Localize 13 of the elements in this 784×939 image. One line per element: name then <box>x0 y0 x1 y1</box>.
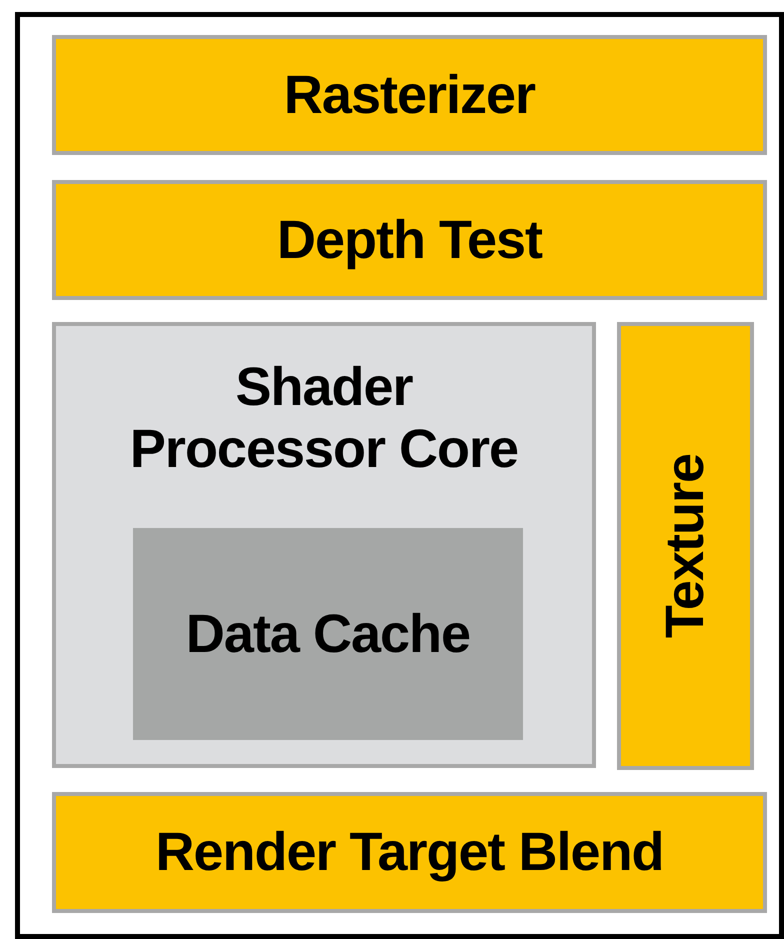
stage-block <box>52 180 767 300</box>
block-label: Texture <box>654 454 716 638</box>
block-label: Rasterizer <box>284 64 536 126</box>
block-label: Shader Processor Core <box>128 356 520 480</box>
stage-block <box>52 792 767 913</box>
block-label: Render Target Blend <box>155 821 664 884</box>
cache-block <box>133 528 523 740</box>
outer-frame <box>15 12 784 939</box>
stage-block <box>617 322 754 770</box>
core-block <box>52 322 596 768</box>
block-label: Depth Test <box>276 208 542 272</box>
stage-block <box>52 35 767 155</box>
block-label: Data Cache <box>186 602 470 666</box>
